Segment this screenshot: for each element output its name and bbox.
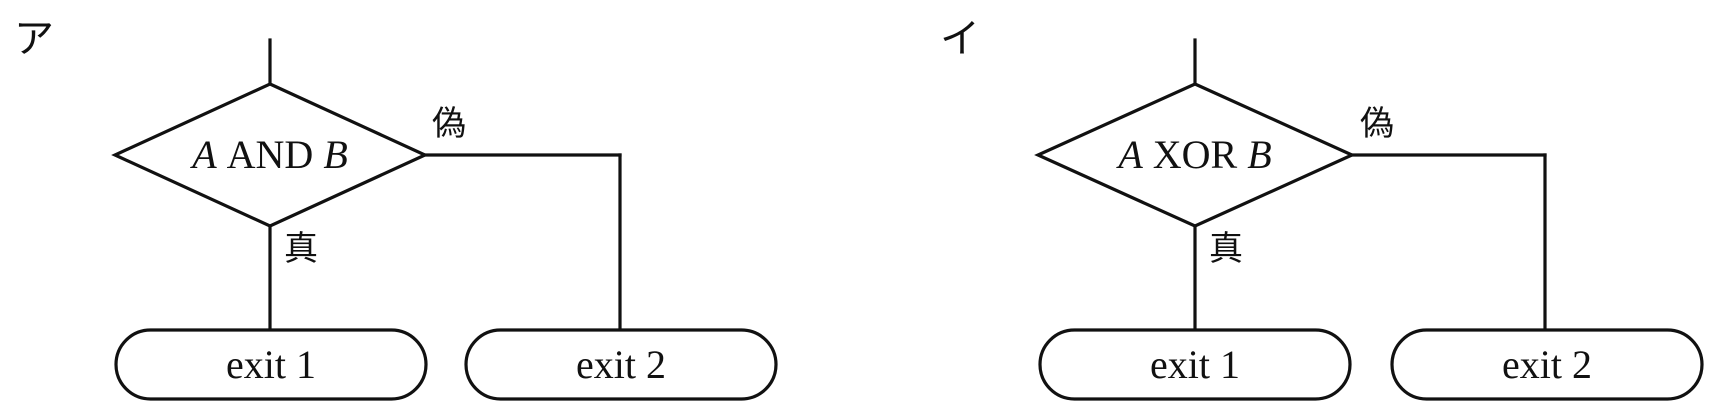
condition-var-b: B (1247, 132, 1271, 177)
exit-2-terminal (464, 328, 778, 401)
false-label: 偽 (432, 104, 466, 144)
condition-var-b: B (323, 132, 347, 177)
condition-var-a: A (1115, 132, 1143, 177)
exit-1-terminal (1038, 328, 1352, 401)
condition-var-a: A (189, 132, 217, 177)
condition-operator: XOR (1153, 132, 1238, 177)
false-label: 偽 (1360, 104, 1394, 144)
option-label: ア (14, 16, 54, 62)
exit-1-label: exit 1 (1150, 342, 1240, 387)
condition-operator: AND (227, 132, 314, 177)
exit-1-terminal (114, 328, 428, 401)
exit-1-label: exit 1 (226, 342, 316, 387)
exit-2-label: exit 2 (1502, 342, 1592, 387)
true-label: 真 (1209, 229, 1243, 269)
option-label: イ (940, 16, 980, 62)
exit-2-label: exit 2 (576, 342, 666, 387)
true-label: 真 (284, 229, 318, 269)
exit-2-terminal (1390, 328, 1704, 401)
